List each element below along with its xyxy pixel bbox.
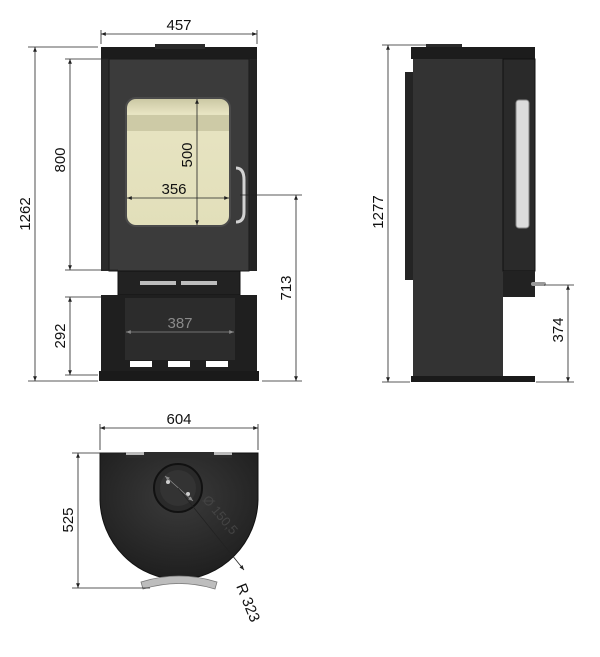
- flue-collar-front: [155, 44, 205, 49]
- flue-collar-side: [426, 44, 462, 49]
- dim-front-width: 457: [166, 17, 191, 34]
- top-view: 604 525 Ø 150,5 R 323: [60, 411, 263, 625]
- side-view: 1277 374: [370, 44, 574, 383]
- front-plinth: [99, 371, 259, 381]
- front-handle-arc: [140, 575, 218, 590]
- dim-front-total-height: 1262: [17, 197, 34, 230]
- dim-base-height: 292: [52, 323, 69, 348]
- side-body: [413, 59, 503, 379]
- dim-glass-height: 500: [179, 142, 196, 167]
- dim-line-flue-diameter: [164, 475, 194, 502]
- side-ash-lever: [531, 282, 546, 286]
- top-back-strip: [126, 452, 232, 458]
- dim-top-depth: 525: [60, 507, 77, 532]
- front-view: 457 1262 800 292 500 356 387 713: [17, 17, 302, 382]
- flue-bolt-1: [166, 480, 170, 484]
- dim-line-radius: [177, 487, 245, 571]
- ash-drawer-frame: [117, 270, 241, 296]
- dim-side-total-height: 1277: [370, 195, 387, 228]
- ash-slot-right: [181, 281, 217, 285]
- front-base-vent-1: [130, 361, 152, 367]
- side-top-cap: [411, 47, 535, 59]
- front-base-vent-2: [168, 361, 190, 367]
- side-back-panel: [405, 72, 414, 280]
- front-base-panel: [125, 298, 235, 360]
- dim-base-width: 387: [167, 315, 192, 332]
- dim-door-height: 800: [52, 147, 69, 172]
- ash-slot-left: [140, 281, 176, 285]
- side-handle: [515, 99, 530, 229]
- dim-leg-height: 374: [550, 317, 567, 342]
- dim-glass-width: 356: [161, 181, 186, 198]
- side-plinth: [411, 376, 535, 382]
- top-back-tab-left: [126, 452, 144, 455]
- dim-top-width: 604: [166, 411, 191, 428]
- front-top-cap: [101, 47, 257, 59]
- dim-floor-to-door: 713: [278, 275, 295, 300]
- door-handle: [235, 166, 246, 224]
- side-ash-section: [503, 271, 535, 297]
- glass-band: [127, 115, 229, 131]
- dim-radius: R 323: [232, 581, 263, 624]
- front-base-vent-3: [206, 361, 228, 367]
- top-back-tab-right: [214, 452, 232, 455]
